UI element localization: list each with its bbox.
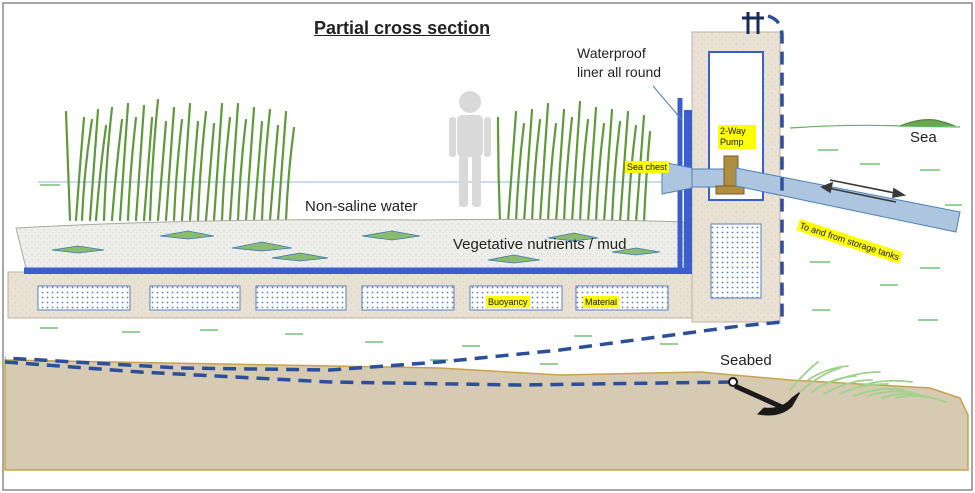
diagram-title: Partial cross section xyxy=(314,18,491,38)
sea-chest xyxy=(661,161,693,195)
storage-pipe xyxy=(735,167,961,233)
liner-pointer xyxy=(652,85,683,121)
liner-label-line2: liner all round xyxy=(577,64,662,80)
pump-base xyxy=(715,185,745,195)
sea-chest-label: Sea chest xyxy=(625,161,670,173)
flow-arrows xyxy=(820,179,907,203)
intake-pipe xyxy=(691,168,727,188)
bollard-icon xyxy=(742,12,764,34)
seabed-label: Seabed xyxy=(720,352,772,369)
buoyancy-label: Buoyancy xyxy=(486,296,530,308)
nutrients-label: Vegetative nutrients / mud xyxy=(453,236,627,253)
anchor-icon xyxy=(728,377,801,416)
person-silhouette xyxy=(449,91,491,207)
buoyancy-blocks xyxy=(37,285,669,311)
anchor-line xyxy=(4,14,784,372)
material-label: Material xyxy=(583,296,620,308)
vegetation-fragments xyxy=(51,230,661,264)
liner-label-line1: Waterproof xyxy=(577,45,646,61)
anchor-line-to-anchor xyxy=(4,360,734,387)
reeds-right xyxy=(496,100,652,224)
non-saline-water-label: Non-saline water xyxy=(305,198,418,215)
tower-buoyancy-block xyxy=(710,223,762,299)
sea-label: Sea xyxy=(910,129,937,146)
pump-label: 2-Way Pump xyxy=(718,125,756,149)
seagrass xyxy=(789,361,947,403)
liner-label: Waterproof liner all round xyxy=(577,44,661,82)
reeds-left xyxy=(64,98,296,222)
seabed xyxy=(4,359,969,471)
